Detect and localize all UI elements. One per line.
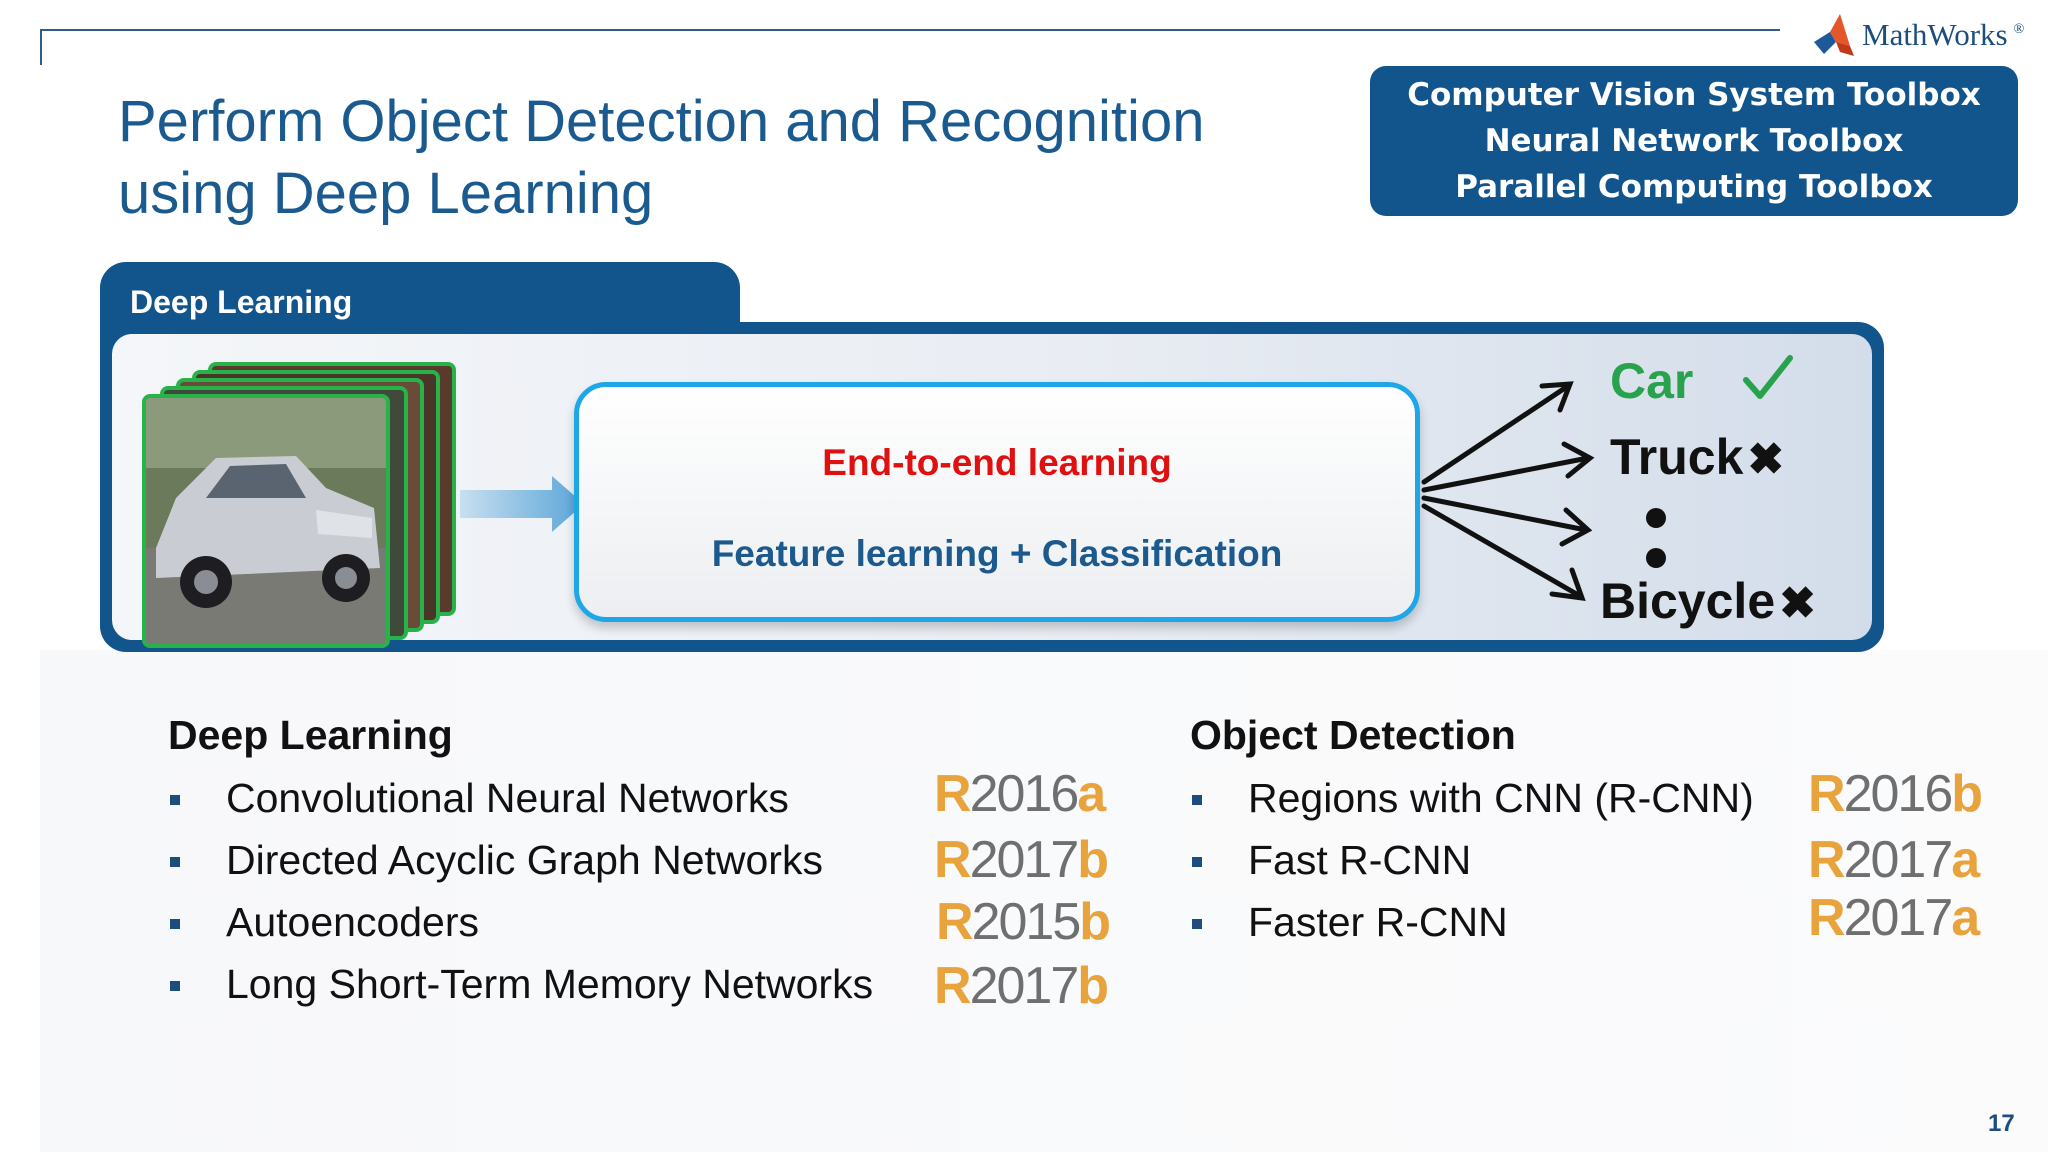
release-badge: R2017b bbox=[934, 831, 1109, 889]
list-item: Regions with CNN (R-CNN) bbox=[1248, 775, 1754, 821]
x-icon: ✖ bbox=[1779, 579, 1816, 628]
car-image bbox=[146, 398, 386, 644]
header-rule-tick bbox=[40, 29, 42, 65]
deep-learning-tab-label: Deep Learning bbox=[130, 284, 353, 320]
end-to-end-learning-box: End-to-end learning Feature learning + C… bbox=[574, 382, 1420, 622]
release-badge: R2017b bbox=[934, 957, 1109, 1015]
toolbox-item: Parallel Computing Toolbox bbox=[1455, 169, 1933, 205]
page-title-line-1: Perform Object Detection and Recognition bbox=[118, 89, 1205, 154]
x-icon: ✖ bbox=[1747, 435, 1785, 484]
mathworks-logo: MathWorks ® bbox=[1810, 10, 2024, 60]
bullet-icon bbox=[1192, 919, 1202, 929]
toolbox-list-box: Computer Vision System Toolbox Neural Ne… bbox=[1370, 66, 2018, 216]
membrane-icon bbox=[1814, 14, 1854, 56]
header-rule bbox=[40, 29, 1780, 31]
bullet-icon bbox=[170, 795, 180, 805]
list-item: Fast R-CNN bbox=[1248, 837, 1472, 883]
car-photo bbox=[142, 394, 390, 648]
slide-background bbox=[40, 650, 2048, 1152]
end-to-end-label: End-to-end learning bbox=[822, 442, 1172, 483]
check-icon bbox=[1743, 355, 1793, 399]
page-title-line-2: using Deep Learning bbox=[118, 161, 654, 226]
list-item: Long Short-Term Memory Networks bbox=[226, 961, 874, 1007]
list-item: Autoencoders bbox=[226, 899, 480, 945]
bullet-icon bbox=[170, 919, 180, 929]
class-label-car: Car bbox=[1610, 353, 1694, 409]
input-image-stack bbox=[138, 358, 478, 648]
feature-learning-label: Feature learning + Classification bbox=[711, 533, 1283, 574]
classification-arrows-icon bbox=[1421, 381, 1595, 602]
page-number: 17 bbox=[1988, 1110, 2015, 1137]
list-item: Faster R-CNN bbox=[1248, 899, 1508, 945]
toolbox-item: Computer Vision System Toolbox bbox=[1407, 77, 1981, 113]
release-badge: R2016a bbox=[934, 765, 1106, 823]
list-item: Directed Acyclic Graph Networks bbox=[226, 837, 823, 883]
toolbox-item: Neural Network Toolbox bbox=[1484, 123, 1904, 159]
ellipsis-dot bbox=[1646, 508, 1666, 528]
input-arrow-icon bbox=[460, 476, 584, 532]
class-label-truck-text: Truck bbox=[1610, 429, 1744, 485]
deep-learning-heading: Deep Learning bbox=[168, 712, 453, 758]
page-title: Perform Object Detection and Recognition… bbox=[118, 86, 1318, 230]
logo-registered-mark: ® bbox=[2013, 22, 2025, 37]
class-label-bicycle: Bicycle✖ bbox=[1600, 572, 1816, 630]
class-label-truck: Truck✖ bbox=[1610, 428, 1784, 486]
bullet-icon bbox=[1192, 857, 1202, 867]
object-detection-heading: Object Detection bbox=[1190, 712, 1516, 758]
list-item: Convolutional Neural Networks bbox=[226, 775, 789, 821]
bullet-icon bbox=[170, 981, 180, 991]
release-badge: R2017a bbox=[1808, 889, 1980, 947]
class-label-bicycle-text: Bicycle bbox=[1600, 573, 1776, 629]
ellipsis-dot bbox=[1646, 548, 1666, 568]
bullet-icon bbox=[1192, 795, 1202, 805]
bullet-icon bbox=[170, 857, 180, 867]
release-badge: R2016b bbox=[1808, 765, 1983, 823]
logo-text: MathWorks bbox=[1862, 17, 2008, 52]
release-badge: R2015b bbox=[936, 893, 1111, 951]
release-badge: R2017a bbox=[1808, 831, 1980, 889]
